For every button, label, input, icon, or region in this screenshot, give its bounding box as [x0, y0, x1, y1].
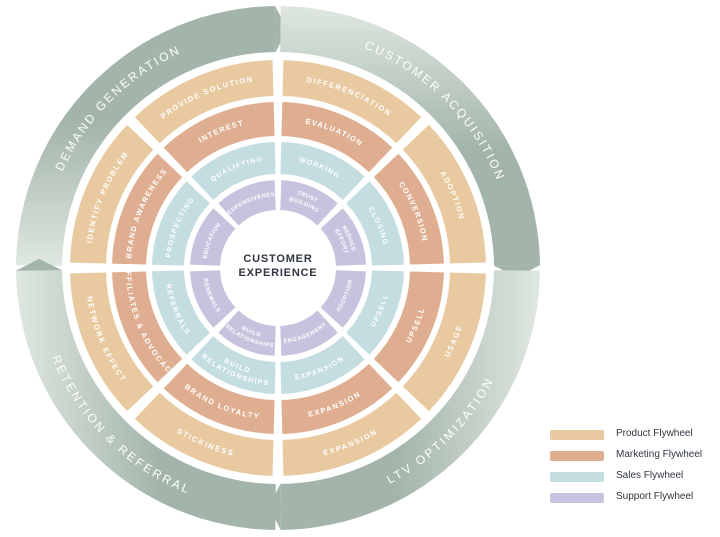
- segment-sales-top-right-1: [280, 142, 365, 200]
- segment-product-top-left-1: [70, 124, 154, 264]
- legend-swatch-support: [550, 493, 604, 503]
- center-title-line2: EXPERIENCE: [239, 267, 318, 279]
- segment-marketing-bottom-right-1: [373, 271, 444, 383]
- segment-sales-bottom-left-2: [152, 270, 210, 355]
- segment-product-bottom-left-2: [70, 272, 154, 412]
- segment-support-top-right-2: [320, 208, 366, 266]
- segment-sales-top-right-2: [346, 181, 404, 266]
- legend-item-support: Support Flywheel: [550, 491, 715, 512]
- legend-item-sales: Sales Flywheel: [550, 470, 715, 491]
- segment-product-bottom-left-1: [134, 392, 274, 476]
- legend-label-marketing: Marketing Flywheel: [616, 449, 703, 460]
- segment-marketing-bottom-left-2: [112, 271, 183, 383]
- segment-sales-bottom-left-1: [191, 336, 276, 394]
- segment-marketing-top-right-1: [281, 102, 393, 173]
- segment-marketing-top-left-2: [163, 102, 275, 173]
- legend-swatch-product: [550, 430, 604, 440]
- legend-swatch-sales: [550, 472, 604, 482]
- segment-product-top-right-2: [402, 124, 486, 264]
- quadrant-arrow-bottom-left: [16, 258, 63, 271]
- segment-product-top-left-2: [134, 60, 274, 144]
- segment-marketing-bottom-right-2: [281, 363, 393, 434]
- legend-label-product: Product Flywheel: [616, 428, 693, 439]
- segment-support-bottom-right-2: [280, 310, 338, 356]
- quadrant-band-bottom-left: [16, 270, 276, 530]
- segment-product-bottom-right-1: [402, 272, 486, 412]
- segment-product-top-right-1: [282, 60, 422, 144]
- segment-sales-bottom-right-1: [346, 270, 404, 355]
- quadrant-band-top-left: [16, 6, 276, 266]
- segment-marketing-top-left-1: [112, 153, 183, 265]
- legend-swatch-marketing: [550, 451, 604, 461]
- segment-marketing-bottom-left-1: [163, 363, 275, 434]
- quadrant-band-top-right: [280, 6, 540, 266]
- segment-marketing-top-right-2: [373, 153, 444, 265]
- segment-support-bottom-left-1: [218, 310, 276, 356]
- quadrant-band-bottom-right: [280, 270, 540, 530]
- segment-support-top-left-1: [190, 208, 236, 266]
- legend-item-marketing: Marketing Flywheel: [550, 449, 715, 470]
- segment-sales-bottom-right-2: [280, 336, 365, 394]
- segment-sales-top-left-1: [152, 181, 210, 266]
- segment-support-top-left-2: [218, 180, 276, 226]
- legend-label-sales: Sales Flywheel: [616, 470, 684, 481]
- segment-product-bottom-right-2: [282, 392, 422, 476]
- segment-support-bottom-right-1: [320, 270, 366, 328]
- center-title-line1: CUSTOMER: [243, 253, 312, 265]
- segment-support-top-right-1: [280, 180, 338, 226]
- segment-support-bottom-left-2: [190, 270, 236, 328]
- segment-sales-top-left-2: [191, 142, 276, 200]
- legend: Product Flywheel Marketing Flywheel Sale…: [550, 428, 715, 512]
- legend-label-support: Support Flywheel: [616, 491, 694, 502]
- legend-item-product: Product Flywheel: [550, 428, 715, 449]
